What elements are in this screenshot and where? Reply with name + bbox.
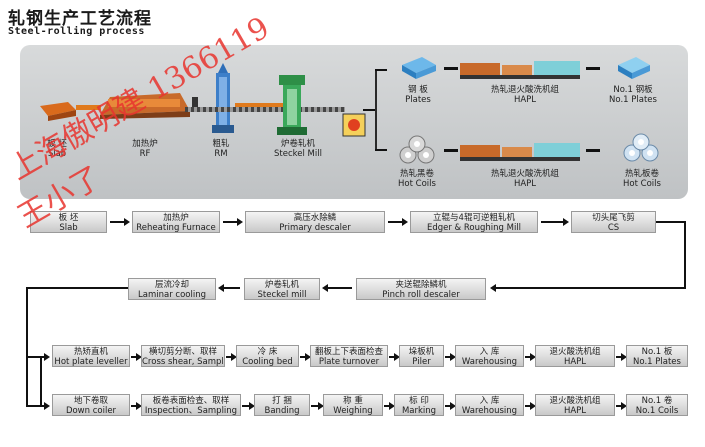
flow-arrow xyxy=(322,284,352,292)
flow-arrow xyxy=(311,402,324,410)
descaler-icon xyxy=(192,97,198,107)
flow-arrow xyxy=(616,402,627,410)
branch-line xyxy=(363,109,375,111)
hot-coils-product-icon xyxy=(623,133,659,162)
flow-arrow xyxy=(541,218,569,226)
flow-line xyxy=(76,105,101,110)
flow-arrow xyxy=(226,353,237,361)
flow-connector xyxy=(40,356,42,406)
flow-connector xyxy=(656,221,686,223)
flow-connector xyxy=(26,287,128,289)
flow-connector xyxy=(26,287,28,405)
flow-line xyxy=(235,103,283,107)
furnace-icon xyxy=(100,93,190,119)
flow-arrow xyxy=(525,353,536,361)
slab-icon xyxy=(40,102,76,121)
flow-arrow xyxy=(131,402,142,410)
flow-arrow xyxy=(490,284,686,292)
flow-connector xyxy=(444,149,458,152)
flow-arrow xyxy=(218,284,240,292)
flow-connector xyxy=(444,67,458,70)
flow-arrow xyxy=(445,402,456,410)
coiler-icon xyxy=(342,113,366,137)
flow-arrow xyxy=(389,353,400,361)
hapl-line-icon xyxy=(460,143,580,161)
flow-connector xyxy=(684,221,686,289)
branch-line xyxy=(375,149,387,151)
flow-arrow xyxy=(110,218,130,226)
flow-arrow xyxy=(223,218,243,226)
flow-arrow xyxy=(384,402,395,410)
flow-connector xyxy=(586,149,600,152)
hot-coils-icon xyxy=(399,135,435,164)
plates-icon xyxy=(402,57,436,79)
flow-arrow xyxy=(300,353,311,361)
page-subtitle: Steel-rolling process xyxy=(8,26,145,37)
flow-arrow xyxy=(26,353,50,361)
branch-line xyxy=(375,69,387,71)
flow-arrow xyxy=(26,402,50,410)
page-title: 轧钢生产工艺流程 xyxy=(8,9,152,29)
flow-arrow xyxy=(525,402,536,410)
flow-arrow xyxy=(616,353,627,361)
flow-arrow xyxy=(445,353,456,361)
steckel-mill-icon xyxy=(277,75,307,135)
flow-arrow xyxy=(242,402,255,410)
branch-line xyxy=(375,69,377,151)
no1-plates-icon xyxy=(618,57,650,79)
flow-connector xyxy=(586,67,600,70)
flow-arrow xyxy=(131,353,142,361)
roller-table xyxy=(185,107,345,112)
flow-arrow xyxy=(388,218,408,226)
rolling-mill-icon xyxy=(212,63,234,133)
hapl-line-icon xyxy=(460,61,580,79)
